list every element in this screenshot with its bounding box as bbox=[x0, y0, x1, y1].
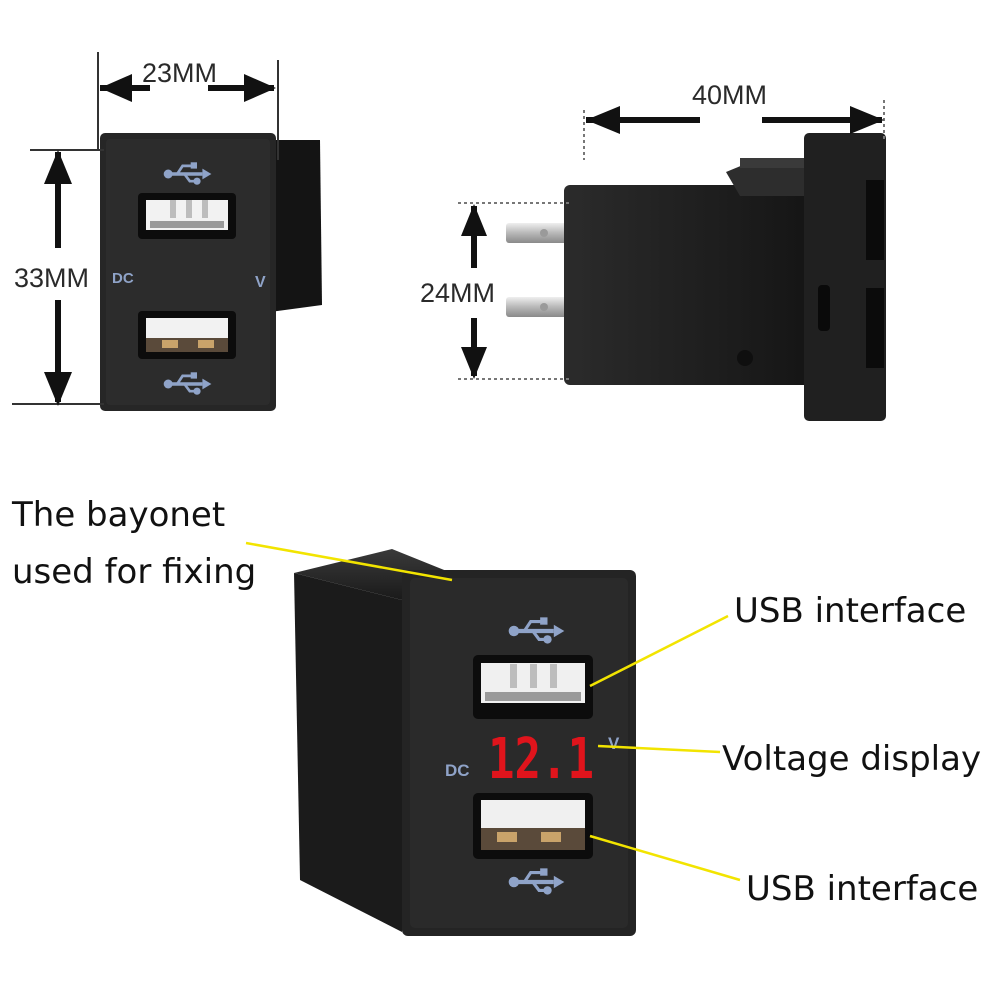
perspective-side bbox=[294, 573, 402, 932]
front-view-side bbox=[270, 140, 322, 312]
double-arrow-icon bbox=[461, 204, 487, 236]
v-label: V bbox=[255, 274, 266, 291]
width-label: 23MM bbox=[142, 58, 217, 88]
voltage-callout: Voltage display bbox=[722, 739, 981, 779]
usb-bottom-callout: USB interface bbox=[746, 869, 978, 909]
side-view-flange bbox=[804, 133, 886, 421]
body-height-label: 24MM bbox=[420, 278, 495, 308]
v-label: V bbox=[608, 734, 620, 753]
height-label: 33MM bbox=[14, 263, 89, 293]
height-dimension: 33MM bbox=[12, 149, 104, 406]
depth-dimension: 40MM bbox=[583, 80, 885, 160]
double-arrow-icon bbox=[586, 106, 620, 134]
usb-top-callout: USB interface bbox=[734, 591, 966, 631]
bayonet-callout-line2: used for fixing bbox=[12, 552, 256, 592]
body-height-dimension: 24MM bbox=[420, 202, 570, 380]
usb-top-callout-line bbox=[589, 614, 729, 688]
callouts: The bayonet used for fixing USB interfac… bbox=[11, 495, 981, 909]
depth-label: 40MM bbox=[692, 80, 767, 110]
voltage-reading: 12.1 bbox=[488, 727, 594, 792]
usb-port-top bbox=[473, 655, 593, 719]
bayonet-callout-line1: The bayonet bbox=[11, 495, 225, 535]
usb-port-bottom bbox=[473, 793, 593, 859]
usb-bottom-callout-line bbox=[589, 834, 741, 882]
double-arrow-icon bbox=[100, 74, 132, 102]
double-arrow-icon bbox=[44, 150, 72, 184]
side-view-body bbox=[564, 185, 814, 385]
dc-label: DC bbox=[112, 270, 134, 287]
usb-port-bottom bbox=[138, 311, 236, 359]
voltage-display: 12.1 bbox=[488, 727, 594, 792]
dc-label: DC bbox=[445, 761, 470, 780]
front-view: DC V 23MM 33MM bbox=[12, 52, 322, 411]
terminal-pins bbox=[506, 223, 572, 317]
side-view: 40MM 24MM bbox=[420, 80, 886, 421]
width-dimension: 23MM bbox=[97, 52, 279, 160]
voltage-callout-line bbox=[597, 744, 721, 754]
bayonet-callout-line bbox=[245, 541, 453, 582]
perspective-view: 12.1 DC V bbox=[294, 549, 636, 936]
usb-port-top bbox=[138, 193, 236, 239]
